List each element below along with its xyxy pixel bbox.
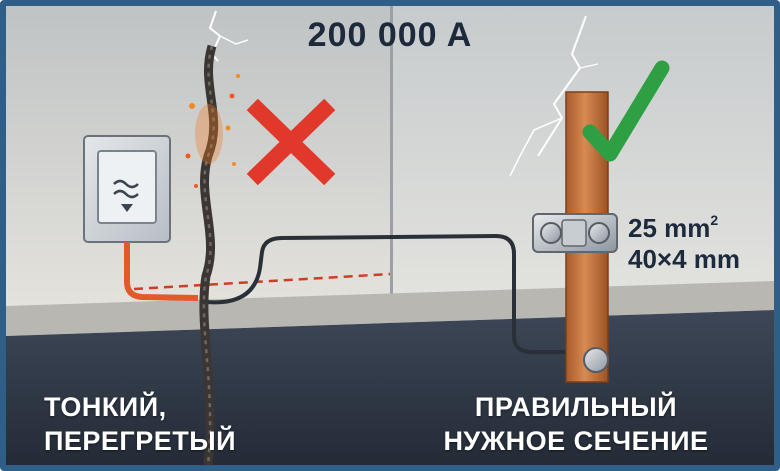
left-wall bbox=[6, 6, 392, 306]
red-x-icon bbox=[246, 98, 336, 186]
dashed-fault-line bbox=[133, 272, 391, 291]
right-lightning-branch bbox=[509, 117, 563, 177]
busbar-bolt bbox=[583, 347, 609, 373]
spec-area-sup: 2 bbox=[710, 212, 719, 228]
spec-area-value: 25 mm bbox=[628, 213, 711, 243]
headline-current: 200 000 A bbox=[307, 16, 473, 54]
left-caption-line1: ТОНКИЙ, bbox=[44, 392, 167, 422]
surge-wave-icon bbox=[113, 179, 139, 189]
illustration-scene: 200 000 A 25 mm2 40×4 mm ТОНКИЙ, ПЕРЕГРЕ… bbox=[6, 6, 774, 465]
thin-overheated-wire bbox=[124, 242, 199, 301]
twisted-conductor bbox=[199, 44, 219, 465]
right-caption-line1: ПРАВИЛЬНЫЙ bbox=[474, 392, 678, 422]
right-lightning-twig bbox=[579, 63, 599, 69]
spec-cross-section: 25 mm2 bbox=[628, 212, 718, 244]
right-caption: ПРАВИЛЬНЫЙ НУЖНОЕ СЕЧЕНИЕ bbox=[426, 390, 726, 458]
right-caption-line2: НУЖНОЕ СЕЧЕНИЕ bbox=[443, 426, 709, 456]
left-caption: ТОНКИЙ, ПЕРЕГРЕТЫЙ bbox=[44, 390, 236, 458]
busbar-clamp bbox=[532, 213, 618, 253]
surge-device-box bbox=[83, 135, 171, 243]
illustration-svg bbox=[6, 6, 774, 465]
green-check-icon bbox=[582, 60, 670, 162]
connection-cable bbox=[205, 233, 586, 354]
left-lightning-branch bbox=[219, 35, 249, 45]
sparks bbox=[185, 74, 240, 188]
left-caption-line2: ПЕРЕГРЕТЫЙ bbox=[44, 426, 237, 456]
right-lightning-bolt bbox=[537, 15, 587, 157]
spec-bar-size: 40×4 mm bbox=[628, 244, 741, 274]
